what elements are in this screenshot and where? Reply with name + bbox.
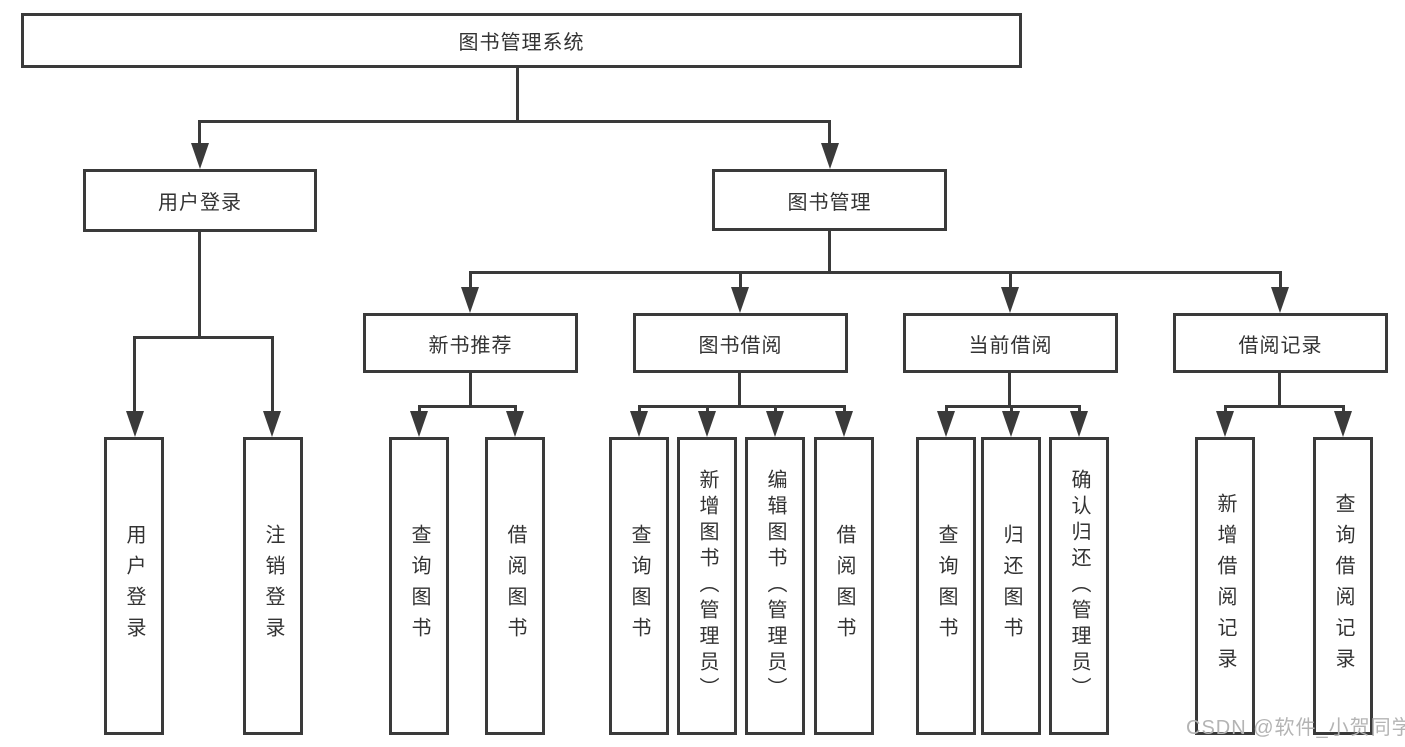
edge-login-leaf-drop (133, 336, 136, 412)
arrow-down-icon (506, 411, 524, 437)
edge-leaf-drop (1224, 405, 1227, 414)
leaf-user-login: 用户登录 (104, 437, 164, 735)
leaf-confirm-return-admin: 确认归还（管理员） (1049, 437, 1109, 735)
node-label: 查询借阅记录 (1332, 493, 1354, 679)
edge-current-rail (945, 405, 1081, 408)
edge-user-login-drop (198, 120, 201, 145)
edge-logout-leaf-drop (271, 336, 274, 412)
edge-new-books-rail (418, 405, 517, 408)
node-label: 当前借阅 (968, 334, 1053, 357)
edge-book-mgmt-stem (828, 231, 831, 274)
node-label: 借阅记录 (1238, 334, 1323, 357)
edge-user-login-rail (133, 336, 274, 339)
node-root-library-system: 图书管理系统 (21, 13, 1022, 68)
edge-records-rail (1224, 405, 1345, 408)
edge-leaf-drop (774, 405, 777, 414)
edge-leaf-drop (706, 405, 709, 414)
node-label: 借阅图书 (833, 524, 855, 648)
edge-leaf-drop (1010, 405, 1013, 414)
leaf-edit-book-admin: 编辑图书（管理员） (745, 437, 805, 735)
arrow-down-icon (630, 411, 648, 437)
node-label: 确认归还（管理员） (1068, 469, 1090, 703)
node-label: 图书管理系统 (458, 32, 585, 54)
edge-leaf-drop (1078, 405, 1081, 414)
node-label: 新书推荐 (428, 334, 513, 357)
arrow-down-icon (1271, 287, 1289, 313)
arrow-down-icon (1334, 411, 1352, 437)
edge-leaf-drop (945, 405, 948, 414)
node-label: 图书管理 (787, 191, 872, 214)
node-label: 新增借阅记录 (1214, 493, 1236, 679)
edge-book-mgmt-drop (828, 120, 831, 145)
arrow-down-icon (126, 411, 144, 437)
edge-book-mgmt-rail (469, 271, 1282, 274)
node-label: 查询图书 (408, 524, 430, 648)
node-borrowing-records: 借阅记录 (1173, 313, 1388, 373)
node-label: 注销登录 (262, 524, 284, 648)
leaf-logout: 注销登录 (243, 437, 303, 735)
node-new-book-recommend: 新书推荐 (363, 313, 578, 373)
edge-leaf-drop (638, 405, 641, 414)
edge-current-stem (1008, 373, 1011, 408)
node-label: 编辑图书（管理员） (764, 469, 786, 703)
arrow-down-icon (937, 411, 955, 437)
edge-root-stem (516, 68, 519, 123)
edge-new-books-stem (469, 373, 472, 408)
leaf-return-books: 归还图书 (981, 437, 1041, 735)
edge-records-stem (1278, 373, 1281, 408)
edge-user-login-stem (198, 232, 201, 339)
arrow-down-icon (263, 411, 281, 437)
edge-leaf-drop (1342, 405, 1345, 414)
node-label: 借阅图书 (504, 524, 526, 648)
edge-borrow-stem (738, 373, 741, 408)
arrow-down-icon (698, 411, 716, 437)
edge-new-books-drop (469, 271, 472, 289)
edge-borrow-rail (638, 405, 846, 408)
arrow-down-icon (1216, 411, 1234, 437)
node-label: 用户登录 (123, 524, 145, 648)
leaf-query-books-1: 查询图书 (389, 437, 449, 735)
node-label: 查询图书 (935, 524, 957, 648)
arrow-down-icon (766, 411, 784, 437)
leaf-query-borrow-record: 查询借阅记录 (1313, 437, 1373, 735)
node-current-borrowing: 当前借阅 (903, 313, 1118, 373)
edge-root-rail (198, 120, 831, 123)
edge-current-drop (1009, 271, 1012, 289)
arrow-down-icon (731, 287, 749, 313)
node-label: 查询图书 (628, 524, 650, 648)
node-book-borrowing: 图书借阅 (633, 313, 848, 373)
node-label: 图书借阅 (698, 334, 783, 357)
arrow-down-icon (191, 143, 209, 169)
arrow-down-icon (1070, 411, 1088, 437)
arrow-down-icon (1002, 411, 1020, 437)
edge-leaf-drop (514, 405, 517, 414)
edge-leaf-drop (843, 405, 846, 414)
node-user-login: 用户登录 (83, 169, 317, 232)
edge-borrow-drop (739, 271, 742, 289)
leaf-add-book-admin: 新增图书（管理员） (677, 437, 737, 735)
leaf-add-borrow-record: 新增借阅记录 (1195, 437, 1255, 735)
arrow-down-icon (835, 411, 853, 437)
node-label: 归还图书 (1000, 524, 1022, 648)
leaf-query-books-3: 查询图书 (916, 437, 976, 735)
leaf-query-books-2: 查询图书 (609, 437, 669, 735)
arrow-down-icon (821, 143, 839, 169)
arrow-down-icon (1001, 287, 1019, 313)
edge-records-drop (1279, 271, 1282, 289)
arrow-down-icon (410, 411, 428, 437)
node-label: 用户登录 (158, 192, 242, 214)
csdn-watermark: CSDN @软件_小贺同学 (1186, 717, 1405, 739)
edge-leaf-drop (418, 405, 421, 414)
node-label: 新增图书（管理员） (696, 469, 718, 703)
node-book-management: 图书管理 (712, 169, 947, 231)
leaf-borrow-books-2: 借阅图书 (814, 437, 874, 735)
arrow-down-icon (461, 287, 479, 313)
leaf-borrow-books-1: 借阅图书 (485, 437, 545, 735)
